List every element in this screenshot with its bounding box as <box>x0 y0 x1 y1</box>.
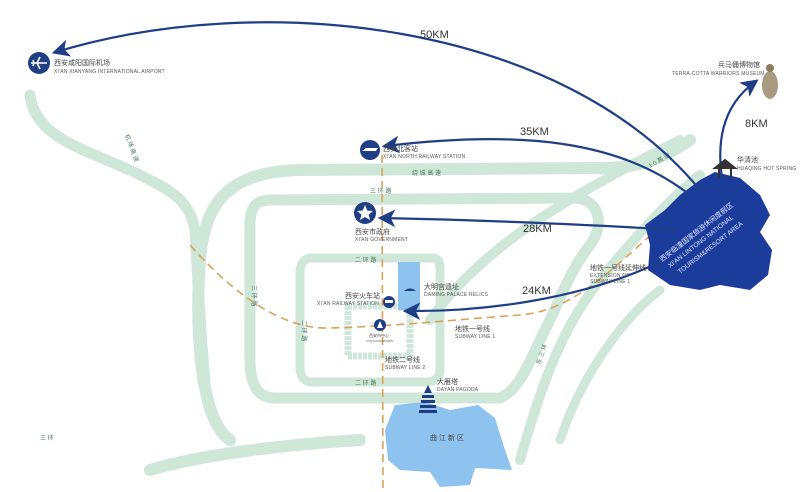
subway1-label-en: SUBWAY LINE 1 <box>455 334 495 340</box>
road-label-third-ring-bottom: 三 环 <box>40 435 54 442</box>
arrow-to-north-station <box>381 135 691 196</box>
airport-label-en: XI'AN XIANYANG INTERNATIONAL AIRPORT <box>54 69 165 75</box>
road-network <box>24 89 705 476</box>
daming-palace-area <box>398 262 420 310</box>
daming-label-en: DAMING PALACE RELICS <box>424 292 489 298</box>
downtown-label-cn: 西安市中心 <box>369 332 389 338</box>
north-station-train-icon <box>360 140 380 160</box>
road-label-ring-expressway: 绕 城 高 速 <box>412 169 441 177</box>
downtown-wall <box>344 302 414 360</box>
railway-station-label-cn: 西安火车站 <box>345 291 380 300</box>
airport-label-cn: 西安咸阳国际机场 <box>54 58 110 67</box>
huaqing-label-en: HUAQING HOT SPRING <box>737 166 796 172</box>
distance-railway-station: 24KM <box>522 285 551 297</box>
government-label-cn: 西安市政府 <box>355 227 390 236</box>
pavilion-icon <box>712 158 738 178</box>
pagoda-icon <box>419 385 437 413</box>
arrow-to-airport <box>51 21 701 191</box>
subway1-ext-label-en2: SUBWAY LINE 1 <box>590 279 630 285</box>
arrow-to-government <box>377 209 676 232</box>
second-ring <box>295 253 445 387</box>
subway-line-1 <box>189 199 691 329</box>
east-road <box>555 285 665 445</box>
terracotta-label-en: TERRA-COTTA WARRIORS MUSEUM <box>672 71 765 77</box>
railway-station-train-icon <box>383 296 395 308</box>
third-ring <box>244 192 604 404</box>
terracotta-label-cn: 兵马俑博物馆 <box>718 60 760 69</box>
distance-north-station: 35KM <box>520 126 549 138</box>
downtown-label-en: XI'AN DOWNTOWN <box>366 339 393 343</box>
airport-icon <box>28 52 50 74</box>
palace-icon <box>404 288 416 291</box>
bell-tower-icon <box>374 319 386 331</box>
north-station-label-cn: 西安北客站 <box>383 144 418 153</box>
road-label-second-ring-left: 二 环 路 <box>300 320 308 341</box>
subway1-ext-label-en1: EXTENSION OF <box>590 273 630 279</box>
subway2-label-cn: 地铁二号线 <box>385 355 420 364</box>
distance-airport: 50KM <box>420 29 449 41</box>
ring-bottom <box>144 434 366 476</box>
lintong-resort-area <box>645 172 772 290</box>
distance-terracotta: 8KM <box>745 118 768 130</box>
road-label-third-ring-left: 三 环 路 <box>250 285 258 306</box>
railway-station-label-en: XI'AN RAILWAY STATION <box>317 301 379 307</box>
subway1-ext-label-cn: 地铁一号线延伸线 <box>590 263 646 272</box>
road-label-third-ring: 三 环 路 <box>370 187 391 195</box>
daming-label-cn: 大明宫遗址 <box>424 282 459 291</box>
airport-expressway <box>24 89 211 386</box>
north-station-label-en: XI'AN NORTH RAILWAY STATION <box>383 154 465 160</box>
distance-government: 28KM <box>523 223 552 235</box>
government-label-en: XI'AN GOVERNMENT <box>355 237 408 243</box>
star-icon <box>354 202 376 224</box>
road-label-second-ring: 二 环 路 <box>355 256 376 264</box>
dayan-label-cn: 大雁塔 <box>437 377 458 386</box>
arrow-to-railway-station <box>402 261 661 320</box>
qujiang-label: 曲 江 新 区 <box>430 433 464 442</box>
qujiang-district <box>385 402 512 487</box>
road-label-airport-expressway: 机 场 高 速 <box>123 133 140 163</box>
subway2-label-en: SUBWAY LINE 2 <box>385 365 425 371</box>
huaqing-label-cn: 华清池 <box>737 155 758 164</box>
warrior-statue-icon <box>762 64 778 99</box>
road-label-second-ring-bottom: 二 环 路 <box>355 379 376 387</box>
subway1-label-cn: 地铁一号线 <box>455 324 490 333</box>
dayan-label-en: DAYAN PAGODA <box>437 387 479 393</box>
